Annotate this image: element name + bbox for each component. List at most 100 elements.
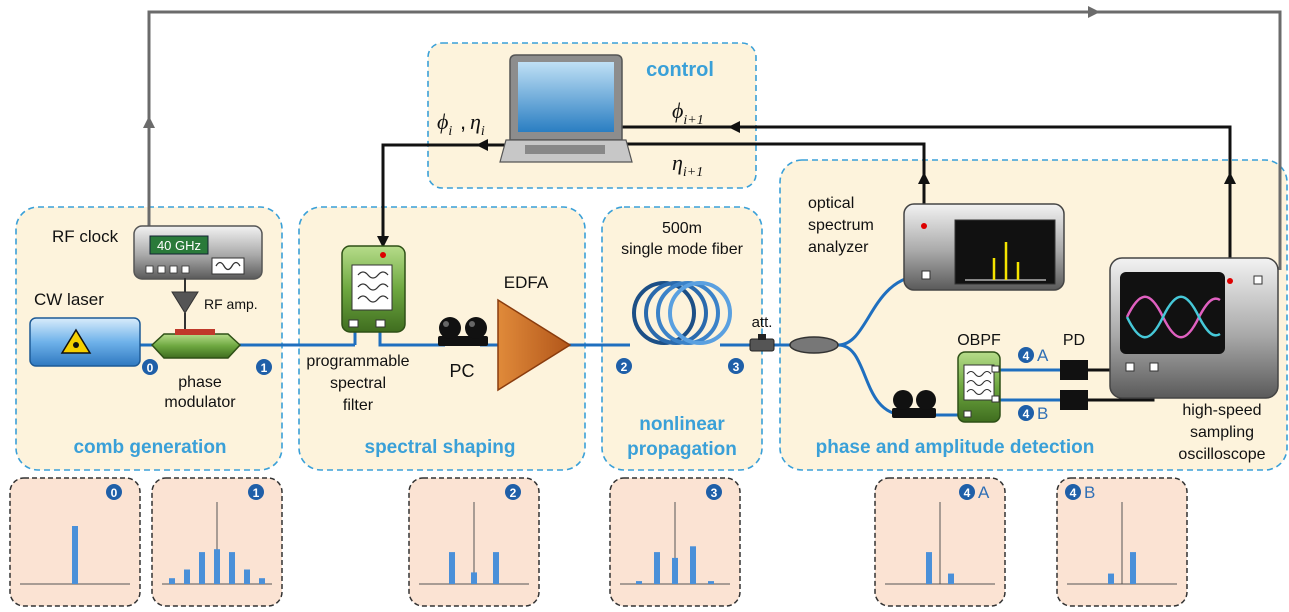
rf-clock: 40 GHz [133, 225, 263, 280]
spectrum-inset-2: 2 [408, 477, 540, 607]
phase-modulator [150, 329, 242, 359]
svg-text:ϕi: ϕi [437, 109, 452, 139]
inset-badge [706, 484, 722, 500]
spectrum-bar [926, 552, 932, 584]
control-label: control [646, 59, 714, 81]
inset-badge-number: 1 [253, 486, 260, 500]
svg-text:ηi+1: ηi+1 [672, 150, 703, 180]
phi-i-subscript: i [448, 124, 452, 139]
fiber-spool [632, 281, 732, 345]
pc-label: PC [449, 361, 474, 381]
control-arrow-down [377, 236, 389, 248]
spectrum-bar [229, 552, 235, 584]
spectrum-bar [471, 572, 477, 584]
svg-text:4: 4 [1023, 407, 1030, 421]
eta-next-symbol: η [672, 150, 683, 175]
scope-label-3: oscilloscope [1178, 446, 1265, 463]
nonlinear-label-1: nonlinear [639, 414, 725, 435]
spectrum-bar [214, 549, 220, 584]
scope-arrow-left [728, 121, 740, 133]
fiber-type-label: single mode fiber [621, 241, 744, 258]
rf-clock-display: 40 GHz [157, 238, 201, 253]
inset-badge-letter: A [978, 483, 990, 502]
control-arrow-left [476, 139, 488, 151]
inset-badge-letter: B [1084, 483, 1095, 502]
inset-badge [106, 484, 122, 500]
photodetectors [1060, 360, 1088, 410]
spectrum-bar [690, 546, 696, 584]
clock-line [147, 10, 1282, 270]
attenuator [749, 334, 775, 352]
polarization-controller [438, 317, 488, 346]
scope-feedback-line [622, 125, 1232, 278]
phase-modulator-label-2: modulator [164, 394, 236, 411]
svg-text:4: 4 [1023, 349, 1030, 363]
scope-label-2: sampling [1190, 424, 1254, 441]
control-line-phi-eta [381, 143, 510, 250]
control-lines [143, 6, 1282, 278]
spectrum-bar [948, 573, 954, 584]
svg-text:0: 0 [147, 361, 154, 375]
scope-label-1: high-speed [1182, 402, 1261, 419]
psf-label-2: spectral [330, 375, 386, 392]
spectrum-bar [244, 569, 250, 584]
osa-label-1: optical [808, 195, 854, 212]
inset-badge-number: 3 [711, 486, 718, 500]
clock-arrow-up [143, 116, 155, 128]
nonlinear-label-2: propagation [627, 439, 737, 460]
spectrum-bar [199, 552, 205, 584]
att-label: att. [752, 314, 773, 331]
scope-arrow-up [1224, 172, 1236, 184]
optical-spectrum-analyzer [903, 203, 1065, 291]
phase-modulator-label-1: phase [178, 374, 222, 391]
comb-generation-label: comb generation [73, 437, 226, 458]
spectrum-bar [169, 578, 175, 584]
svg-text:1: 1 [261, 361, 268, 375]
osa-arrow-up [918, 172, 930, 184]
pd-label: PD [1063, 332, 1085, 349]
svg-text:ϕi+1: ϕi+1 [672, 98, 704, 128]
inset-badge [248, 484, 264, 500]
cw-laser [29, 317, 141, 367]
rf-clock-label: RF clock [52, 227, 119, 246]
eta-i-subscript: i [481, 124, 485, 139]
detection-label: phase and amplitude detection [816, 437, 1095, 458]
svg-text:2: 2 [621, 360, 628, 374]
spectrum-inset-3: 3 [609, 477, 741, 607]
svg-text:3: 3 [733, 360, 740, 374]
spectrum-bar [636, 581, 642, 584]
inset-badge-number: 4 [964, 486, 971, 500]
obpf [957, 351, 1001, 423]
eta-i-symbol: η [470, 109, 481, 134]
spectrum-bar [708, 581, 714, 584]
badge-2: 2 [616, 358, 632, 374]
osa-feedback-line [622, 142, 926, 222]
osa-label-2: spectrum [808, 217, 874, 234]
spectrum-bar [1108, 573, 1114, 584]
inset-badge-number: 2 [510, 486, 517, 500]
spectrum-bar [184, 569, 190, 584]
spectrum-bar [72, 526, 78, 584]
spectral-shaping-label: spectral shaping [365, 437, 516, 458]
control-variables: ϕi , ηi ϕi+1 ηi+1 [437, 98, 704, 180]
rf-amp-label: RF amp. [204, 296, 258, 312]
phi-next-subscript: i+1 [683, 113, 703, 128]
polarization-controller-2 [892, 390, 936, 418]
inset-badge-number: 0 [111, 486, 118, 500]
inset-badge [505, 484, 521, 500]
edfa [497, 298, 572, 392]
spectrum-inset-1: 1 [151, 477, 283, 607]
inset-badge-number: 4 [1070, 486, 1077, 500]
badge-1: 1 [256, 359, 272, 375]
oscilloscope [1109, 257, 1279, 399]
badge-4a-detection: 4 A [1018, 346, 1049, 365]
phi-i-symbol: ϕ [437, 109, 448, 134]
cw-laser-label: CW laser [34, 290, 104, 309]
svg-text:B: B [1037, 404, 1048, 423]
spectrum-inset-0: 0 [9, 477, 141, 607]
spectrum-bar [259, 578, 265, 584]
spectrum-bar [449, 552, 455, 584]
